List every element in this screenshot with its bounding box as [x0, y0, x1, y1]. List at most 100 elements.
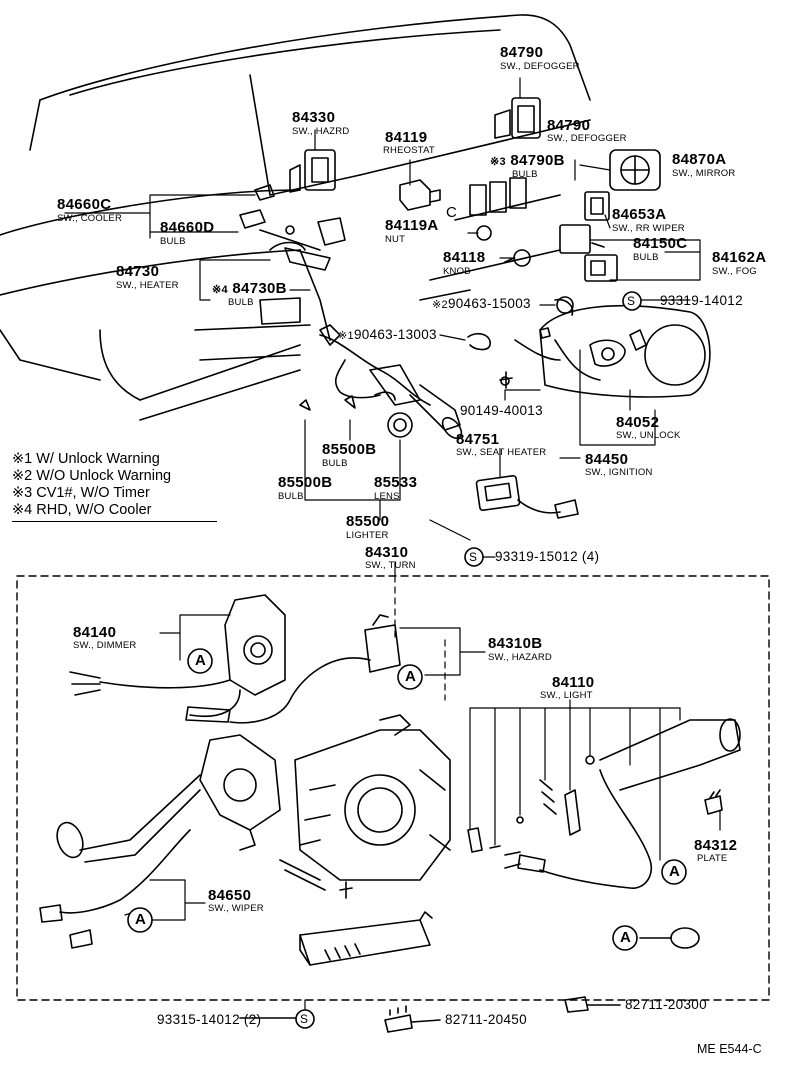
mirror-switch-drawing	[609, 149, 661, 191]
part-number-85500B-a: 85500B	[322, 441, 377, 458]
part-name-84330: SW., HAZRD	[292, 126, 350, 137]
light-switch-drawing	[467, 718, 741, 889]
part-number-84052: 84052	[616, 414, 660, 431]
part-number-90463-13003-text: 90463-13003	[353, 327, 437, 342]
note-2: ※2 W/O Unlock Warning	[12, 469, 171, 484]
wire-protector-drawing	[299, 911, 433, 966]
part-number-84653A: 84653A	[612, 206, 667, 223]
part-number-82711-20450: 82711-20450	[445, 1012, 527, 1027]
part-name-84450: SW., IGNITION	[585, 467, 653, 478]
note-1-mark: ※1	[12, 451, 33, 467]
part-name-84150C: BULB	[633, 252, 659, 263]
screw-symbol-3: S	[300, 1012, 309, 1026]
part-number-84790-top: 84790	[500, 44, 544, 61]
ref-a-1: A	[195, 652, 207, 669]
cooler-switch-drawing	[239, 184, 346, 271]
ref-circle-s-2	[464, 547, 484, 567]
note-1: ※1 W/ Unlock Warning	[12, 452, 160, 467]
part-name-84110: SW., LIGHT	[540, 690, 593, 701]
part-name-84052: SW., UNLOCK	[616, 430, 681, 441]
part-name-84118: KNOB	[443, 266, 471, 277]
screw-symbol-1: S	[627, 294, 636, 308]
part-number-84790B: ※3 84790B	[490, 153, 565, 168]
ref-circle-a-5	[661, 859, 687, 885]
plate-drawing	[704, 789, 723, 815]
part-number-84730: 84730	[116, 263, 160, 280]
note-2-text: W/O Unlock Warning	[36, 468, 172, 484]
fog-switch-drawing	[559, 224, 618, 282]
note-1-text: W/ Unlock Warning	[36, 451, 160, 467]
part-number-85533: 85533	[374, 474, 418, 491]
part-number-84140: 84140	[73, 624, 117, 641]
part-number-84660C: 84660C	[57, 196, 112, 213]
note-mark-1: ※1	[338, 330, 354, 342]
part-number-84650: 84650	[208, 887, 252, 904]
note-4: ※4 RHD, W/O Cooler	[12, 503, 151, 518]
part-number-85500B-b: 85500B	[278, 474, 333, 491]
part-number-84162A: 84162A	[712, 249, 767, 266]
leader-lines-upper	[64, 77, 701, 558]
part-number-84312: 84312	[694, 837, 738, 854]
part-number-84450: 84450	[585, 451, 629, 468]
part-name-84790-top: SW., DEFOGGER	[500, 61, 580, 72]
ref-a-2: A	[405, 668, 417, 685]
part-name-84730B: BULB	[228, 297, 254, 308]
part-name-84751: SW., SEAT HEATER	[456, 447, 547, 458]
switch-panel-drawing	[454, 177, 561, 221]
part-name-85500B-b: BULB	[278, 491, 304, 502]
dimmer-switch-drawing	[69, 594, 286, 723]
part-name-84870A: SW., MIRROR	[672, 168, 736, 179]
part-name-84790B: BULB	[512, 169, 538, 180]
ref-a-4: A	[620, 929, 632, 946]
hazard-switch-drawing	[289, 149, 336, 193]
part-number-84110: 84110	[552, 674, 595, 691]
part-number-90463-13003: ※190463-13003	[338, 328, 437, 342]
part-name-84730: SW., HEATER	[116, 280, 179, 291]
ref-circle-a-3	[127, 907, 153, 933]
note-mark-2: ※2	[432, 299, 448, 311]
part-number-84119A: 84119A	[385, 217, 439, 234]
part-name-84660C: SW., COOLER	[57, 213, 123, 224]
note-mark-4: ※4	[212, 284, 228, 296]
rr-wiper-switch-drawing	[584, 191, 610, 221]
part-number-84790-mid: 84790	[547, 117, 591, 134]
note-3-mark: ※3	[12, 485, 33, 501]
part-number-85500: 85500	[346, 513, 390, 530]
part-number-84870A: 84870A	[672, 151, 727, 168]
ref-a-5: A	[669, 863, 681, 880]
part-name-85533: LENS	[374, 491, 400, 502]
part-number-93319-14012: 93319-14012	[660, 293, 743, 308]
part-name-84119: RHEOSTAT	[383, 145, 435, 156]
part-number-84119: 84119	[385, 129, 428, 146]
terminal-drawing	[239, 996, 621, 1033]
clamp-drawing	[639, 927, 700, 949]
part-number-84310: 84310	[365, 544, 409, 561]
ignition-switch-drawing	[539, 296, 711, 398]
ref-circle-a-2	[397, 664, 423, 690]
ref-circle-a-1	[187, 648, 213, 674]
part-number-84330: 84330	[292, 109, 336, 126]
part-name-84653A: SW., RR WIPER	[612, 223, 685, 234]
part-number-84790B-text: 84790B	[510, 152, 565, 169]
part-number-84751: 84751	[456, 431, 500, 448]
ref-circle-s-1	[622, 291, 642, 311]
part-number-90463-15003: ※290463-15003	[432, 297, 531, 311]
part-number-84118: 84118	[443, 249, 486, 266]
drawing-code: ME E544-C	[697, 1042, 762, 1056]
note-3: ※3 CV1#, W/O Timer	[12, 486, 150, 501]
part-name-84162A: SW., FOG	[712, 266, 757, 277]
part-number-82711-20300: 82711-20300	[625, 997, 707, 1012]
part-name-84790-mid: SW., DEFOGGER	[547, 133, 627, 144]
part-number-90463-15003-text: 90463-15003	[447, 296, 531, 311]
wire-harness-drawing	[319, 324, 561, 406]
light-switch-leaders	[469, 699, 721, 861]
note-2-mark: ※2	[12, 468, 33, 484]
part-name-84140: SW., DIMMER	[73, 640, 137, 651]
rheostat-drawing	[399, 179, 441, 211]
part-name-84660D: BULB	[160, 236, 186, 247]
ref-circle-s-3	[295, 1009, 315, 1029]
hazard-relay-drawing	[229, 614, 401, 724]
note-3-text: CV1#, W/O Timer	[36, 485, 150, 501]
defogger-switch-drawing	[494, 97, 541, 139]
